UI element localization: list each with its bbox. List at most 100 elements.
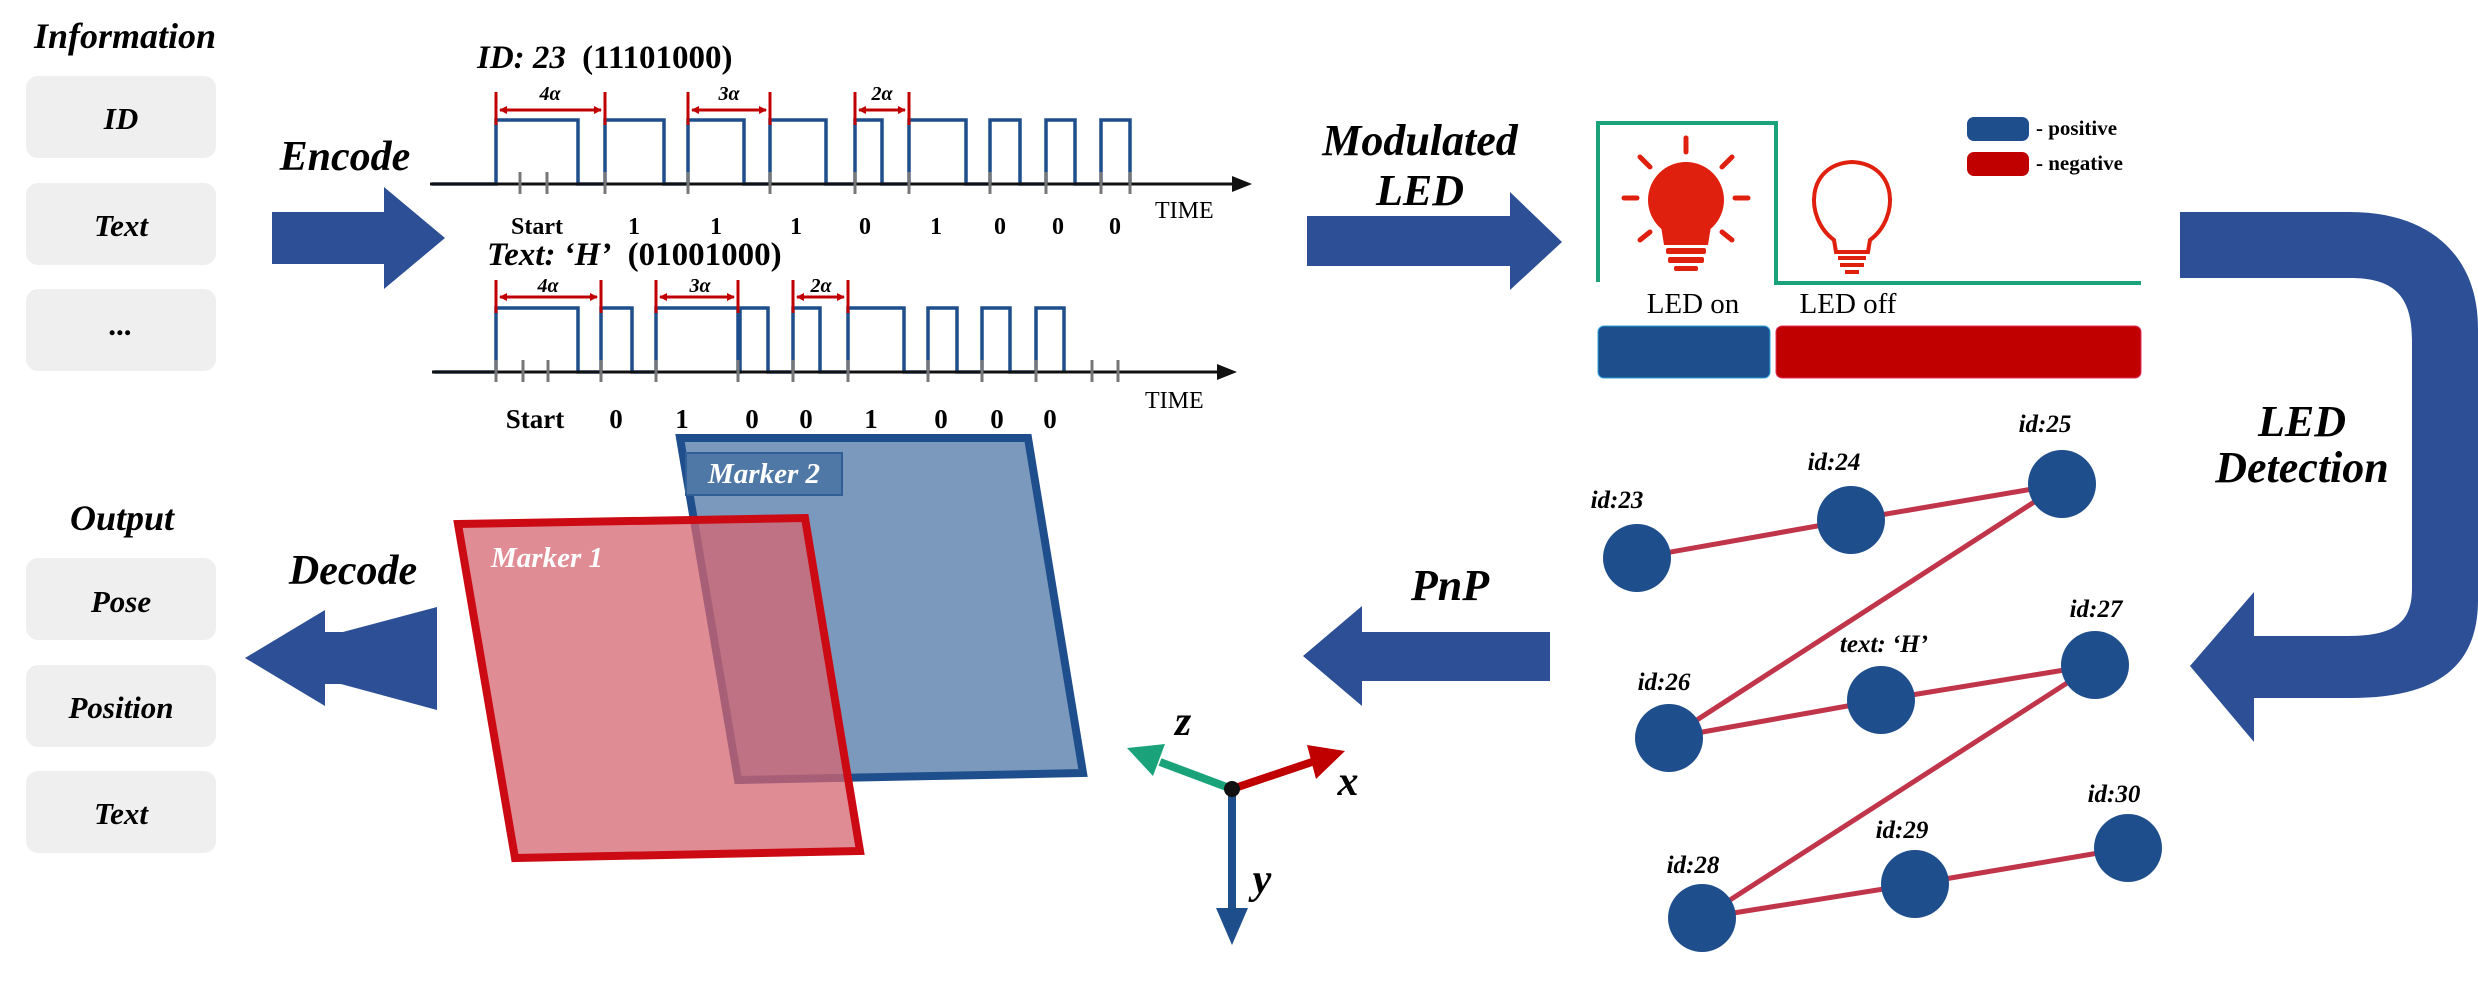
info-box-more (26, 289, 216, 371)
signal-id-bit-start: Start (511, 214, 563, 240)
pnp-label: PnP (1410, 561, 1490, 610)
led-off-bar (1775, 325, 2142, 379)
led-off-label: LED off (1800, 288, 1897, 320)
legend-positive-label: - positive (2036, 116, 2117, 140)
node-label-25: id:25 (2019, 411, 2072, 438)
led-on-label: LED on (1647, 288, 1740, 320)
decode-arrow-shaft (320, 632, 437, 684)
coordinate-axes (1127, 744, 1345, 945)
modulated-label-line1: Modulated (1321, 116, 1519, 165)
encode-arrow (272, 187, 445, 289)
signal-id-waveform (430, 92, 1252, 194)
signal-id-bit: 0 (859, 214, 871, 240)
node-25 (2028, 450, 2096, 518)
decode-arrow-head (245, 610, 325, 706)
signal-id-bit: 1 (790, 214, 802, 240)
node-label-23: id:23 (1591, 487, 1644, 514)
output-item-text: Text (94, 796, 149, 831)
node-graph-nodes (1603, 450, 2162, 952)
signal-id-bits: Start 1 1 1 0 1 0 0 0 (511, 214, 1121, 240)
signal-text-annot-2a: 2α (809, 275, 832, 297)
node-label-26: id:26 (1638, 669, 1691, 696)
decode-label: Decode (288, 548, 417, 594)
led-signal-line (1596, 121, 2141, 285)
signal-text-title-prefix: Text: ‘H’ (487, 237, 611, 273)
signal-text-annot-3a: 3α (688, 275, 711, 297)
info-box-id (26, 76, 216, 158)
node-graph-labels: id:23 id:24 id:25 id:26 text: ‘H’ id:27 … (1591, 411, 2141, 879)
detection-label-line1: LED (2257, 397, 2346, 446)
detection-label-line2: Detection (2214, 443, 2389, 492)
node-29 (1881, 850, 1949, 918)
signal-text-bits: Start 0 1 0 0 1 0 0 0 (506, 404, 1057, 434)
output-item-position: Position (67, 690, 173, 725)
signal-id-bit: 0 (994, 214, 1006, 240)
signal-id-bit: 1 (930, 214, 942, 240)
signal-id-annot-4a: 4α (538, 83, 561, 105)
node-label-29: id:29 (1876, 817, 1929, 844)
info-box-text (26, 183, 216, 265)
legend-negative-swatch (1967, 152, 2029, 176)
output-box-pose (26, 558, 216, 640)
signal-text-bit: 0 (1043, 404, 1057, 434)
signal-text-title: Text: ‘H’ (01001000) (487, 237, 782, 273)
signal-text-bit: 1 (864, 404, 878, 434)
signal-text-annot-4a: 4α (536, 275, 559, 297)
marker-1-plane (453, 513, 865, 863)
output-item-pose: Pose (90, 584, 152, 619)
node-text-h (1847, 666, 1915, 734)
signal-text-bit: 0 (745, 404, 759, 434)
node-label-text-h: text: ‘H’ (1840, 631, 1928, 658)
signal-text-waveform (432, 280, 1237, 382)
legend-positive-swatch (1967, 117, 2029, 141)
node-label-24: id:24 (1808, 449, 1861, 476)
node-label-28: id:28 (1667, 852, 1720, 879)
signal-text-title-bits: (01001000) (628, 237, 782, 273)
signal-text-bit: 1 (675, 404, 689, 434)
node-30 (2094, 814, 2162, 882)
signal-id-annot-3a: 3α (717, 83, 740, 105)
signal-id-annot-2a: 2α (870, 83, 893, 105)
signal-text-time-label: TIME (1145, 388, 1204, 414)
node-graph-edges (1636, 481, 2129, 921)
bulb-on-icon (1621, 135, 1751, 271)
signal-id-bit: 0 (1052, 214, 1064, 240)
modulated-label-line2: LED (1375, 166, 1464, 215)
modulated-arrow (1307, 192, 1562, 290)
information-title: Information (33, 16, 216, 56)
signal-text-bit: 0 (609, 404, 623, 434)
signal-id-title-bits: (11101000) (582, 40, 732, 76)
signal-text-bit: 0 (934, 404, 948, 434)
pnp-arrow (1303, 606, 1550, 706)
legend-negative-label: - negative (2036, 151, 2123, 175)
led-on-bar (1597, 325, 1771, 379)
encode-label: Encode (279, 134, 411, 180)
axis-x-label: x (1337, 759, 1359, 805)
node-27 (2061, 631, 2129, 699)
signal-text-bit: 0 (799, 404, 813, 434)
signal-text-bit-start: Start (506, 404, 564, 434)
bulb-off-icon (1812, 159, 1892, 274)
node-26 (1635, 704, 1703, 772)
output-box-text (26, 771, 216, 853)
node-label-30: id:30 (2088, 781, 2141, 808)
axis-y-label: y (1248, 857, 1272, 903)
signal-id-bit: 1 (710, 214, 722, 240)
node-28 (1668, 884, 1736, 952)
info-item-more: ... (109, 307, 132, 342)
axis-z-label: z (1173, 699, 1192, 745)
marker-1-label: Marker 1 (490, 542, 603, 574)
marker-2-tag (685, 452, 843, 496)
detection-arrow (2180, 212, 2478, 742)
info-item-id: ID (103, 101, 138, 136)
signal-id-bit: 1 (628, 214, 640, 240)
signal-id-title-prefix: ID: 23 (476, 40, 566, 76)
signal-id-time-label: TIME (1155, 198, 1214, 224)
marker-2-label: Marker 2 (707, 458, 820, 490)
node-label-27: id:27 (2070, 596, 2124, 623)
signal-id-title: ID: 23 (11101000) (476, 40, 733, 76)
output-box-position (26, 665, 216, 747)
node-24 (1817, 486, 1885, 554)
info-item-text: Text (94, 208, 149, 243)
signal-text-bit: 0 (990, 404, 1004, 434)
